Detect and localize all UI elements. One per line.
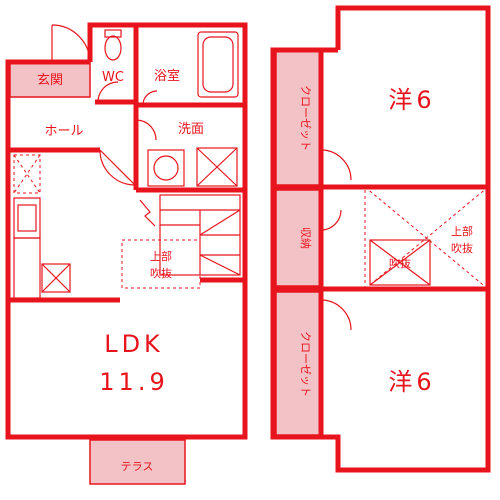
label-upper-void-1f-line2: 吹抜 xyxy=(150,266,172,280)
storage-area xyxy=(275,189,322,287)
label-washroom: 洗面 xyxy=(178,122,204,137)
floor-1-outer-wall xyxy=(5,22,248,440)
label-upper-void-1f-line1: 上部 xyxy=(150,249,172,263)
label-hall: ホール xyxy=(44,124,83,139)
label-room-bottom: 洋6 xyxy=(388,368,435,396)
label-bath-text: 浴室 xyxy=(154,68,180,84)
label-storage: 収納 xyxy=(299,227,312,249)
floor-2-plan xyxy=(270,5,491,473)
label-ldk-name: LDK xyxy=(104,330,164,358)
terrace-area xyxy=(89,439,186,485)
label-bath: 浴室 xyxy=(154,68,180,84)
closet-bottom-area xyxy=(275,291,322,436)
label-closet-bottom: クローゼット xyxy=(299,331,312,397)
label-entrance: 玄関 xyxy=(37,73,63,88)
label-void-2f: 吹抜 xyxy=(389,256,411,270)
upper-void-box-1f xyxy=(121,239,201,289)
label-terrace: テラス xyxy=(121,460,154,473)
label-ldk-size: 11.9 xyxy=(99,368,168,396)
floor-1-plan xyxy=(5,22,248,485)
staircase xyxy=(139,194,241,276)
label-wc: WC xyxy=(102,70,124,85)
label-closet-top: クローゼット xyxy=(299,85,312,151)
closet-top-area xyxy=(275,49,322,186)
label-upper-void-2f-line1: 上部 xyxy=(451,224,473,238)
floor-1-interior-walls xyxy=(8,25,245,303)
label-room-top: 洋6 xyxy=(388,86,435,114)
label-upper-void-2f-line2: 吹抜 xyxy=(451,241,473,255)
